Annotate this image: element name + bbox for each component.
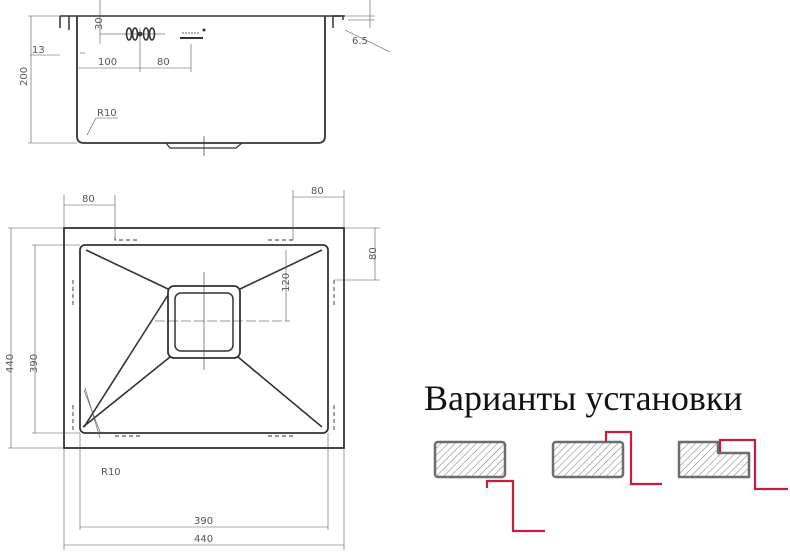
dim-flange-6-5: 6.5 (352, 36, 368, 47)
dim-inner-height-390: 390 (29, 354, 40, 373)
dim-radius-r10-side: R10 (97, 108, 117, 119)
dim-clip-left-80: 80 (82, 194, 95, 205)
dim-inner-width-390: 390 (194, 516, 213, 527)
dim-outer-height-440: 440 (5, 354, 16, 373)
dim-drain-120: 120 (281, 273, 292, 292)
plan-view-labels: 80 80 80 120 440 390 390 440 R10 (5, 186, 379, 545)
plan-view (8, 190, 380, 550)
side-view-labels: 200 13 30 100 80 6.5 R10 (19, 17, 368, 119)
install-variant-inset (551, 430, 662, 486)
dim-height-200: 200 (19, 67, 30, 86)
dim-top-30: 30 (94, 17, 105, 30)
install-variants-title: Варианты установки (424, 378, 743, 418)
dim-radius-r10-plan: R10 (101, 467, 121, 478)
dim-hole-100: 100 (98, 57, 117, 68)
install-variant-flush (677, 438, 788, 491)
install-variant-undermount (433, 440, 545, 533)
dim-clip-side-80: 80 (368, 247, 379, 260)
dim-clip-right-80: 80 (311, 186, 324, 197)
dim-outer-width-440: 440 (194, 534, 213, 545)
side-view (28, 0, 391, 156)
dim-rim-13: 13 (32, 45, 45, 56)
dim-spacing-80: 80 (157, 57, 170, 68)
